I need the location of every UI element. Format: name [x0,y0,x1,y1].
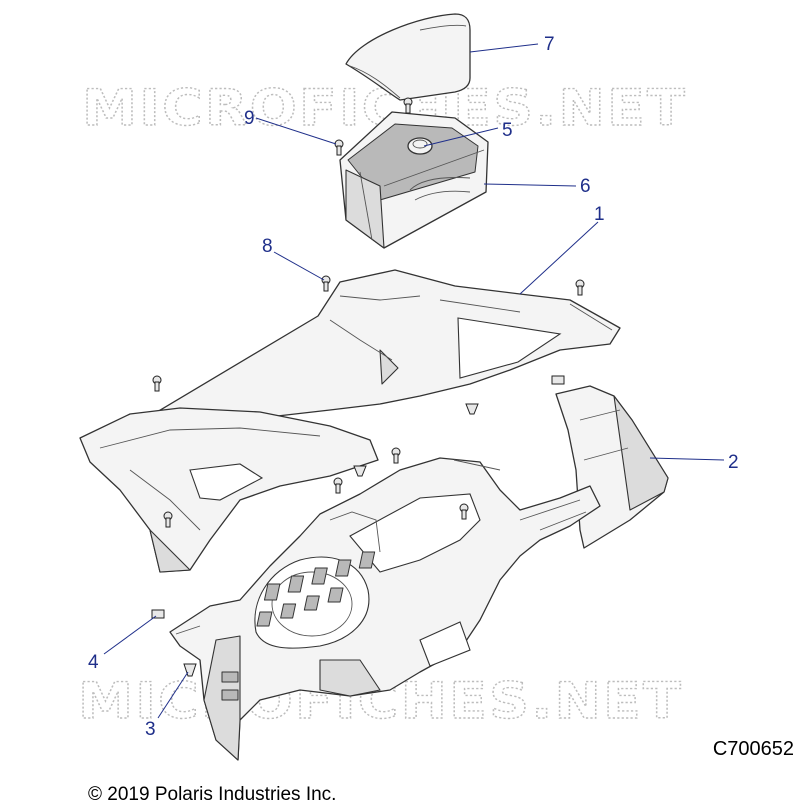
cap-plug [407,137,433,155]
callout-6: 6 [580,176,591,197]
callouts: 7 9 5 6 1 8 2 4 3 [88,34,739,740]
callout-9: 9 [244,108,255,129]
fastener-wing [163,511,173,528]
fastener-center-2 [333,477,343,494]
callout-4: 4 [88,652,99,673]
lower-dash [169,457,601,761]
storage-lid [345,13,471,101]
fastener-8 [321,275,331,292]
figure-code: C700652 [712,738,794,760]
storage-box [339,111,489,249]
leader-lines [103,43,725,719]
clip-right [465,403,479,415]
callout-5: 5 [502,120,513,141]
clip-center [353,465,367,477]
clip-right-panel [551,375,565,385]
callout-2: 2 [728,452,739,473]
fasteners [151,97,585,677]
callout-7: 7 [544,34,555,55]
fastener-left [152,375,162,392]
callout-3: 3 [145,719,156,740]
clip-4 [151,609,165,619]
fastener-center-1 [391,447,401,464]
left-dash-wing [79,407,379,573]
fastener-lid [403,97,413,114]
fastener-9 [334,139,344,156]
callout-8: 8 [262,236,273,257]
upper-dash-panel [119,269,621,435]
copyright-notice: © 2019 Polaris Industries Inc. [88,784,337,805]
fastener-dash [459,503,469,520]
fastener-right-top [575,279,585,296]
callout-1: 1 [594,204,605,225]
